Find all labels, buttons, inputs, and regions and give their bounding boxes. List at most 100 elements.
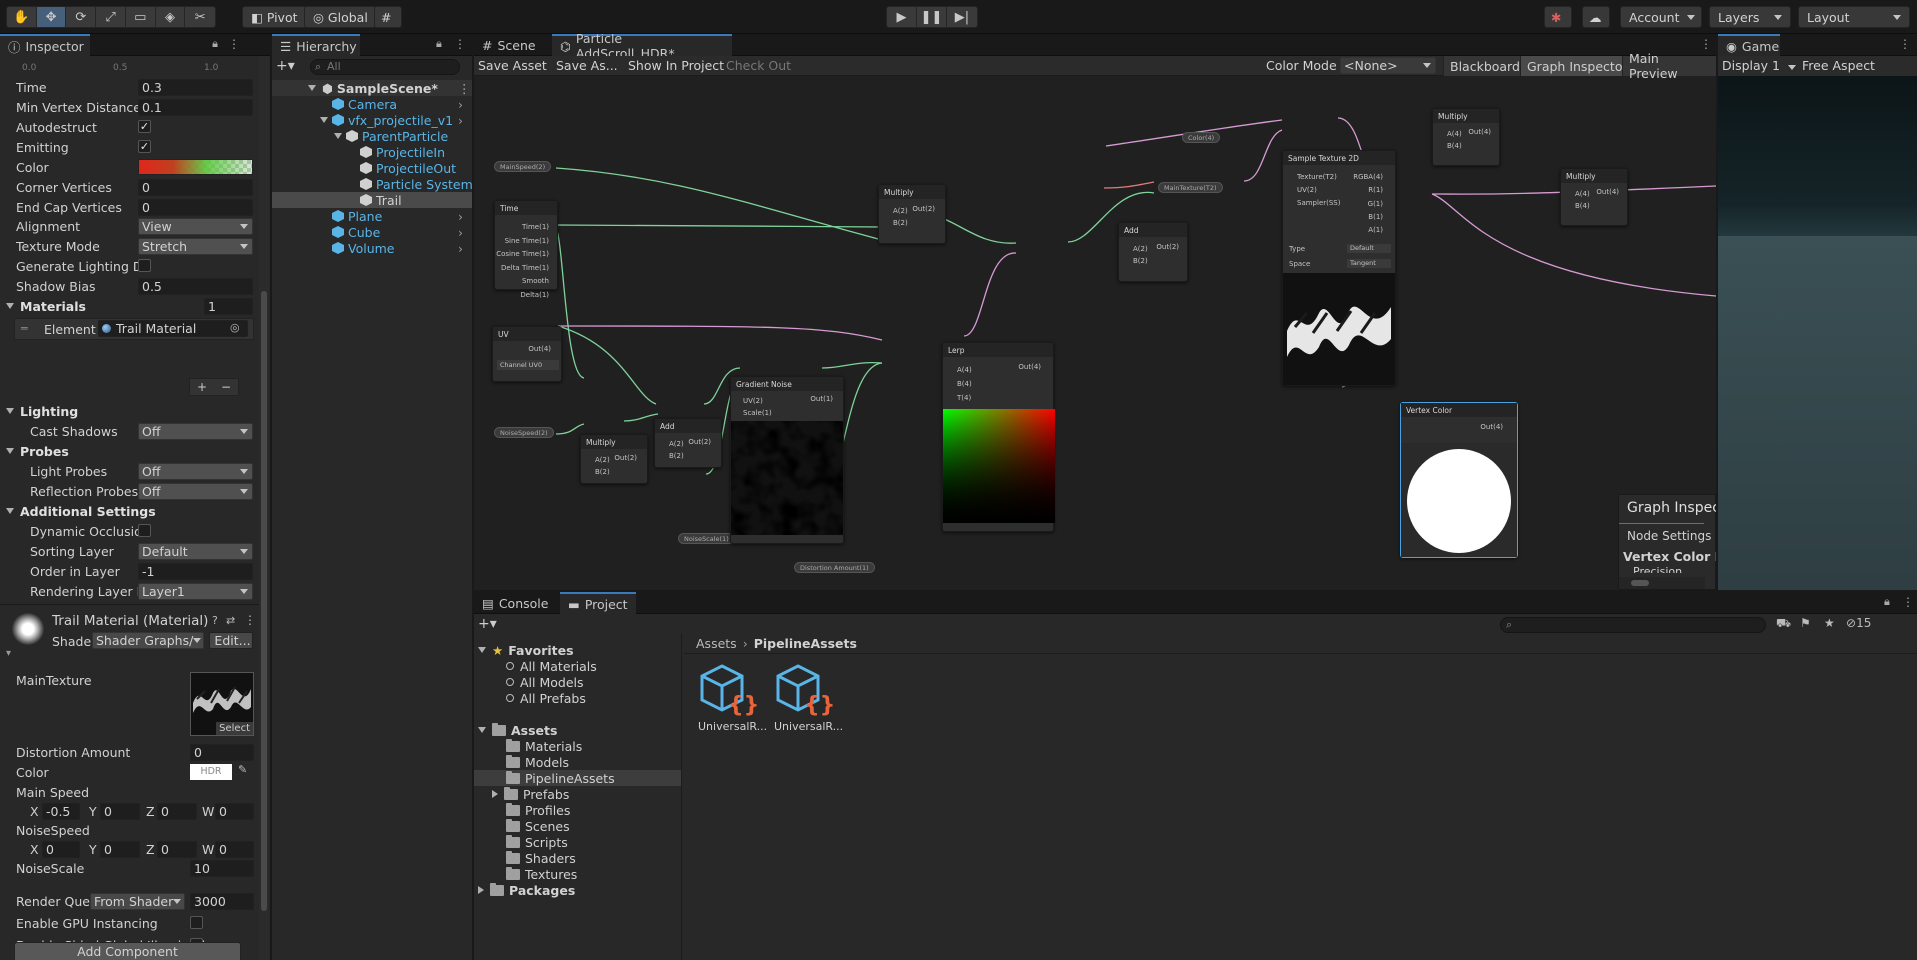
hierarchy-item-cube[interactable]: Cube› (332, 224, 472, 240)
chevron-right-icon[interactable]: › (458, 208, 463, 224)
hierarchy-item-camera[interactable]: Camera› (332, 96, 472, 112)
folder-textures[interactable]: Textures (506, 866, 577, 882)
noise-speed-property[interactable]: NoiseSpeed(2) (494, 427, 554, 438)
add-node-2[interactable]: Add A(2)B(2) Out(2) (1118, 222, 1188, 282)
main-speed-y-field[interactable]: 0 (100, 803, 140, 820)
account-dropdown[interactable]: Account (1620, 6, 1702, 28)
uv-node[interactable]: UV Out(4) Channel UV0 (492, 326, 562, 382)
rect-tool-icon[interactable]: ▭ (126, 7, 156, 27)
main-speed-w-field[interactable]: 0 (215, 803, 254, 820)
main-speed-z-field[interactable]: 0 (157, 803, 197, 820)
distortion-field[interactable]: 0 (190, 744, 254, 761)
hidden-packages-toggle[interactable]: ⊘15 (1846, 616, 1871, 630)
hierarchy-item-projectile-in[interactable]: ProjectileIn (360, 144, 472, 160)
hierarchy-item-trail[interactable]: Trail (272, 192, 472, 208)
scale-tool-icon[interactable]: ⤢ (96, 7, 126, 27)
hierarchy-item-vfx-projectile[interactable]: vfx_projectile_v1› (320, 112, 472, 128)
step-icon[interactable]: ▶| (954, 9, 970, 25)
collapse-icon[interactable]: ▾ (6, 648, 12, 659)
global-toggle[interactable]: ◎Global (304, 6, 377, 28)
graph-inspector-toggle[interactable]: Graph Inspector (1520, 56, 1634, 76)
layout-dropdown[interactable]: Layout (1798, 6, 1910, 28)
folder-scenes[interactable]: Scenes (506, 818, 570, 834)
corner-vertices-field[interactable]: 0 (138, 179, 253, 196)
hierarchy-item-volume[interactable]: Volume› (332, 240, 472, 256)
pause-icon[interactable]: ❚❚ (917, 7, 947, 27)
main-preview-toggle[interactable]: Main Preview (1622, 51, 1716, 81)
render-queue-popup[interactable]: From Shader (90, 893, 185, 910)
breadcrumb-assets[interactable]: Assets (696, 636, 737, 651)
tab-scene[interactable]: #Scene (474, 34, 546, 56)
folder-shaders[interactable]: Shaders (506, 850, 576, 866)
more-icon[interactable]: ⋮ (454, 37, 466, 51)
folder-pipeline-assets[interactable]: PipelineAssets (474, 770, 681, 786)
node-settings-tab[interactable]: Node Settings (1627, 529, 1712, 543)
main-speed-property[interactable]: MainSpeed(2) (494, 161, 552, 172)
display-dropdown[interactable]: Display 1 (1722, 58, 1796, 73)
scroll-thumb[interactable] (1631, 580, 1649, 586)
cast-shadows-popup[interactable]: Off (138, 423, 253, 440)
tab-hierarchy[interactable]: ☰Hierarchy (272, 34, 360, 56)
more-icon[interactable]: ⋮ (1700, 37, 1712, 51)
shadow-bias-field[interactable]: 0.5 (138, 278, 253, 295)
rotate-tool-icon[interactable]: ⟳ (66, 7, 97, 27)
play-icon[interactable]: ▶ (887, 7, 917, 27)
remove-element-icon[interactable]: − (220, 380, 232, 394)
emitting-checkbox[interactable]: ✓ (138, 140, 151, 153)
time-node[interactable]: Time Time(1) Sine Time(1) Cosine Time(1)… (494, 200, 558, 299)
show-in-project-button[interactable]: Show In Project (628, 58, 725, 73)
object-picker-icon[interactable]: ◎ (230, 321, 240, 334)
inspector-scrollbar[interactable] (259, 56, 269, 960)
autodestruct-checkbox[interactable]: ✓ (138, 120, 151, 133)
save-asset-button[interactable]: Save Asset (478, 58, 547, 73)
chevron-right-icon[interactable]: › (458, 240, 463, 256)
lock-icon[interactable]: 🔒︎ (212, 37, 218, 50)
min-vertex-field[interactable]: 0.1 (138, 99, 253, 116)
distortion-property[interactable]: Distortion Amount(1) (794, 562, 875, 573)
lighting-foldout[interactable]: Lighting (0, 402, 78, 420)
folder-profiles[interactable]: Profiles (506, 802, 570, 818)
gpu-instancing-checkbox[interactable] (190, 916, 203, 929)
create-asset-button[interactable]: +▾ (478, 616, 497, 632)
gradient-noise-node[interactable]: Gradient Noise UV(2)Scale(1) Out(1) (730, 376, 844, 544)
drag-handle-icon[interactable]: ═ (21, 322, 28, 335)
main-speed-x-field[interactable]: -0.5 (42, 803, 80, 820)
packages-foldout[interactable]: Packages (478, 882, 575, 898)
inspector-scroll-thumb[interactable] (261, 291, 267, 911)
channel-popup[interactable]: Channel UV0 (497, 360, 559, 370)
generate-lighting-checkbox[interactable] (138, 259, 151, 272)
vertex-color-node[interactable]: Vertex Color Out(4) (1400, 402, 1518, 558)
noise-scale-field[interactable]: 10 (190, 860, 254, 877)
favorite-star-icon[interactable]: ★ (1824, 616, 1835, 630)
move-tool-icon[interactable]: ✥ (36, 7, 67, 27)
more-icon[interactable]: ⋮ (1902, 595, 1914, 609)
select-texture-button[interactable]: Select (216, 722, 253, 735)
blackboard-toggle[interactable]: Blackboard (1443, 56, 1526, 76)
chevron-right-icon[interactable]: › (458, 224, 463, 240)
more-icon[interactable]: ⋮ (1899, 37, 1911, 51)
hierarchy-item-plane[interactable]: Plane› (332, 208, 472, 224)
noise-scale-property[interactable]: NoiseScale(1) (678, 533, 735, 544)
rendering-layer-mask-popup[interactable]: Layer1 (138, 583, 253, 600)
folder-scripts[interactable]: Scripts (506, 834, 568, 850)
color-mode-popup[interactable]: <None> (1340, 57, 1436, 74)
noise-speed-x-field[interactable]: 0 (42, 841, 80, 858)
multiply-node-2[interactable]: Multiply A(2)B(2) Out(2) (878, 184, 946, 244)
hand-tool-icon[interactable]: ✋ (7, 7, 37, 27)
asset-file-1[interactable]: {} UniversalR... (698, 662, 767, 733)
grid-snap-button[interactable]: # (374, 6, 402, 28)
folder-models[interactable]: Models (506, 754, 569, 770)
multiply-node-3[interactable]: Multiply A(4)B(4) Out(4) (1432, 108, 1500, 166)
scene-row[interactable]: ⬢SampleScene*⋮ (272, 80, 472, 96)
color-property[interactable]: Color(4) (1182, 132, 1221, 143)
probes-foldout[interactable]: Probes (0, 442, 69, 460)
add-node-1[interactable]: Add A(2)B(2) Out(2) (654, 418, 722, 468)
custom-tool-icon[interactable]: ✂ (194, 9, 206, 25)
type-popup[interactable]: Default (1347, 244, 1391, 253)
folder-materials[interactable]: Materials (506, 738, 582, 754)
favorite-all-models[interactable]: All Models (506, 674, 584, 690)
pivot-toggle[interactable]: ◧Pivot (242, 6, 307, 28)
trail-color-gradient[interactable] (138, 159, 253, 175)
transform-tool-icon[interactable]: ◈ (156, 7, 186, 27)
tab-game[interactable]: ◉Game (1718, 34, 1780, 56)
